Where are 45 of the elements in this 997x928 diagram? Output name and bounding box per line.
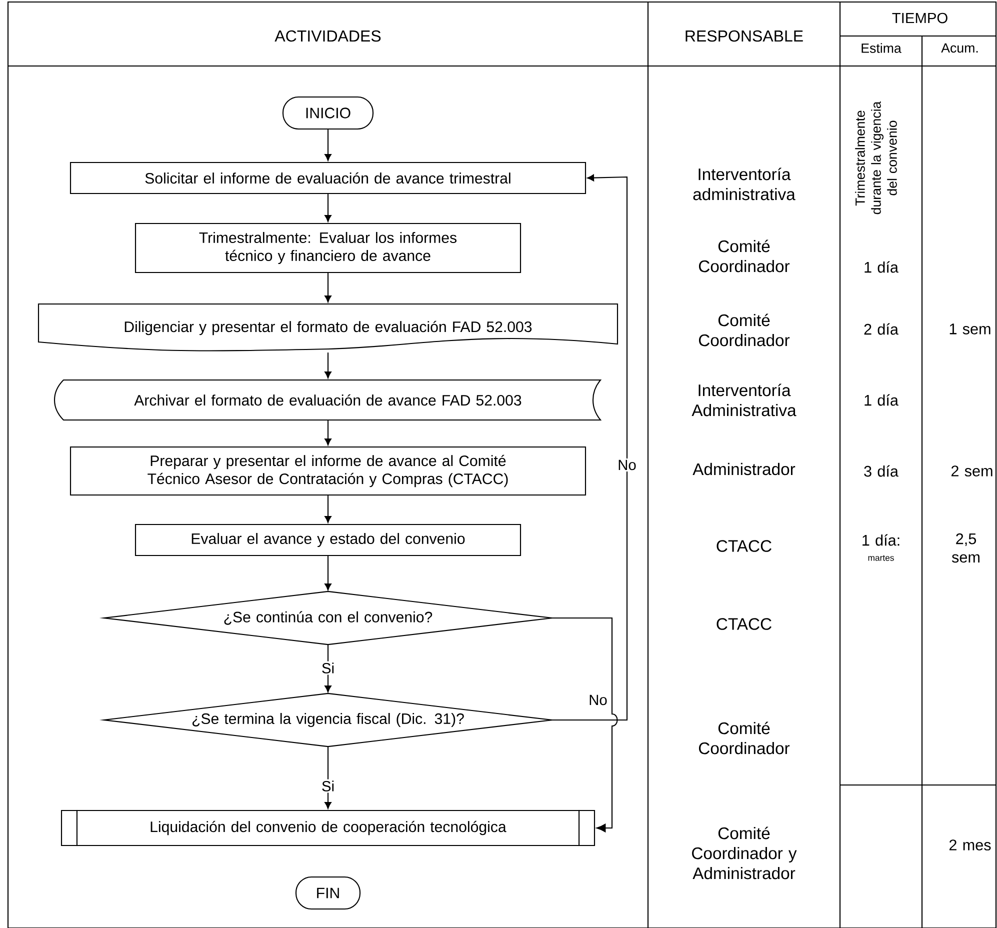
- responsible-text: Comité Coordinador y Administrador: [692, 826, 797, 880]
- arrow: [324, 644, 332, 692]
- process-box: Trimestralmente: Evaluar los informes técnico y financiero de avance: [134, 222, 522, 274]
- rotated-note: Trimestralmente durante la vigencia del convenio: [855, 101, 897, 214]
- time-text: 3 día: [864, 465, 898, 477]
- time-note: martes: [868, 555, 894, 561]
- time-text: 2 día: [864, 323, 898, 335]
- column-header: TIEMPO: [892, 12, 948, 24]
- edge-label: No: [616, 458, 638, 472]
- arrow: [324, 746, 332, 809]
- arrow: [324, 420, 332, 446]
- arrow: [552, 174, 628, 721]
- responsible-text: CTACC: [716, 618, 772, 630]
- arrow: [324, 273, 332, 302]
- time-text: 1 día: [864, 261, 898, 273]
- responsible-text: Comité Coordinador: [698, 722, 790, 754]
- responsible-text: Interventoría Administrativa: [692, 384, 796, 416]
- arrow: [324, 496, 332, 523]
- edge-label: Si: [320, 661, 336, 675]
- responsible-text: Comité Coordinador: [698, 240, 790, 272]
- arrow: [552, 617, 618, 832]
- arrow: [324, 352, 332, 378]
- arrow: [324, 130, 332, 161]
- column-header: RESPONSABLE: [686, 30, 803, 42]
- time-text: 1 día:: [862, 534, 900, 546]
- process-box: Evaluar el avance y estado del convenio: [134, 524, 522, 556]
- column-header: ACTIVIDADES: [274, 30, 381, 42]
- responsible-text: CTACC: [716, 540, 772, 552]
- time-text: 2 mes: [949, 840, 991, 850]
- process-box: Preparar y presentar el informe de avance al Comité Técnico Asesor de Contratación y Compras (CTACC): [70, 446, 586, 496]
- responsible-text: Interventoría administrativa: [693, 168, 796, 200]
- arrow: [324, 556, 332, 590]
- responsible-text: Comité Coordinador: [698, 314, 790, 346]
- time-text: 1 sem: [950, 324, 990, 334]
- time-text: 2 sem: [951, 466, 992, 476]
- time-text: 1 día: [864, 394, 898, 406]
- edge-label: No: [587, 694, 609, 706]
- process-box: Solicitar el informe de evaluación de avance trimestral: [70, 162, 586, 194]
- time-text: 2,5 sem: [952, 533, 980, 563]
- arrow: [324, 194, 332, 222]
- responsible-text: Administrador: [692, 462, 796, 476]
- predefined-process-box: Liquidación del convenio de cooperación tecnológica: [60, 810, 596, 846]
- edge-label: Si: [320, 779, 336, 793]
- column-header: Estima: [862, 43, 902, 53]
- column-header: Acum.: [941, 43, 978, 53]
